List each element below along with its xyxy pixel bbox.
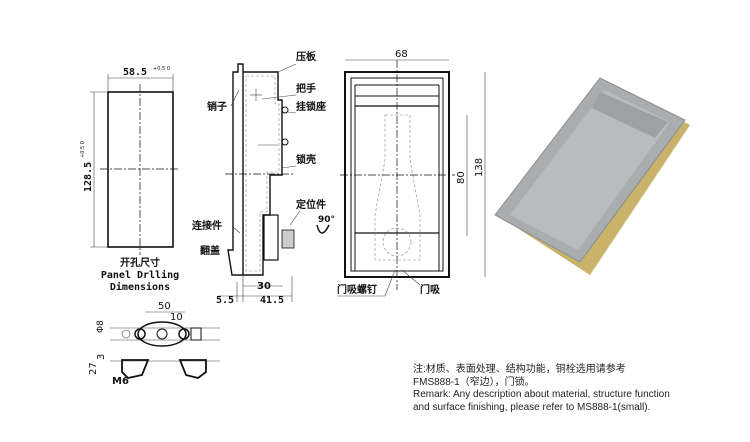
- label-lock-housing: 锁壳: [296, 153, 316, 166]
- cutout-height-dim: 128.5: [83, 162, 94, 192]
- label-handle: 把手: [296, 82, 316, 95]
- note-en-line-2: and surface finishing, please refer to M…: [413, 401, 651, 413]
- note-cn-line-1: 注:材质、表面处理、结构功能，铜栓选用请参考: [413, 364, 626, 375]
- side-view: 压板 把手 挂锁座 销子 锁壳 定位件 连接件 翻盖 90° 30 5.5 41…: [192, 50, 335, 306]
- cutout-outline: [107, 91, 174, 248]
- front-height-dim: 138: [474, 158, 485, 177]
- label-pin: 销子: [207, 100, 227, 113]
- dim-10: 10: [170, 312, 183, 323]
- label-catch: 门吸: [420, 283, 441, 296]
- front-width-dim: 68: [395, 49, 408, 60]
- label-flip-cover: 翻盖: [200, 244, 220, 257]
- panel-cutout-view: 58.5 +0.5 0 128.5 +0.5 0 开孔尺寸 Panel Drll…: [80, 66, 180, 293]
- cutout-label-cn: 开孔尺寸: [120, 256, 160, 269]
- label-connector: 连接件: [192, 219, 222, 232]
- label-positioner: 定位件: [296, 198, 326, 211]
- dim-30: 30: [257, 281, 271, 292]
- dim-27: 27: [88, 362, 99, 375]
- label-padlock-seat: 挂锁座: [296, 100, 326, 113]
- rotation-arrow-icon: [316, 224, 330, 234]
- note-en-line-1: Remark: Any description about material, …: [413, 389, 670, 400]
- dim-3: 3: [96, 354, 107, 360]
- dim-phi8: Φ8: [96, 320, 106, 333]
- front-view: 68 80 138 门吸螺钉 门吸: [337, 49, 486, 297]
- cutout-height-tol: +0.5 0: [80, 141, 86, 158]
- dim-50: 50: [158, 301, 171, 312]
- dim-5-5: 5.5: [216, 295, 234, 306]
- note-cn-line-2: FMS888-1（窄边），门锁。: [413, 376, 535, 388]
- dim-41-5: 41.5: [260, 295, 284, 306]
- label-pressure-plate: 压板: [296, 50, 317, 63]
- cutout-label-en-2: Dimensions: [110, 281, 170, 293]
- cutout-width-dim: 58.5: [123, 67, 147, 78]
- dim-m6: M6: [112, 376, 129, 387]
- remarks: 注:材质、表面处理、结构功能，铜栓选用请参考 FMS888-1（窄边），门锁。 …: [413, 364, 670, 414]
- label-catch-screw: 门吸螺钉: [337, 283, 377, 296]
- bottom-view: 50 10 Φ8 3 27 M6: [88, 301, 220, 387]
- cutout-width-tol: +0.5 0: [153, 66, 170, 72]
- rotation-angle: 90°: [318, 215, 335, 225]
- front-inner-dim: 80: [456, 171, 467, 184]
- product-photo: [494, 77, 690, 275]
- cutout-label-en-1: Panel Drlling: [101, 269, 179, 281]
